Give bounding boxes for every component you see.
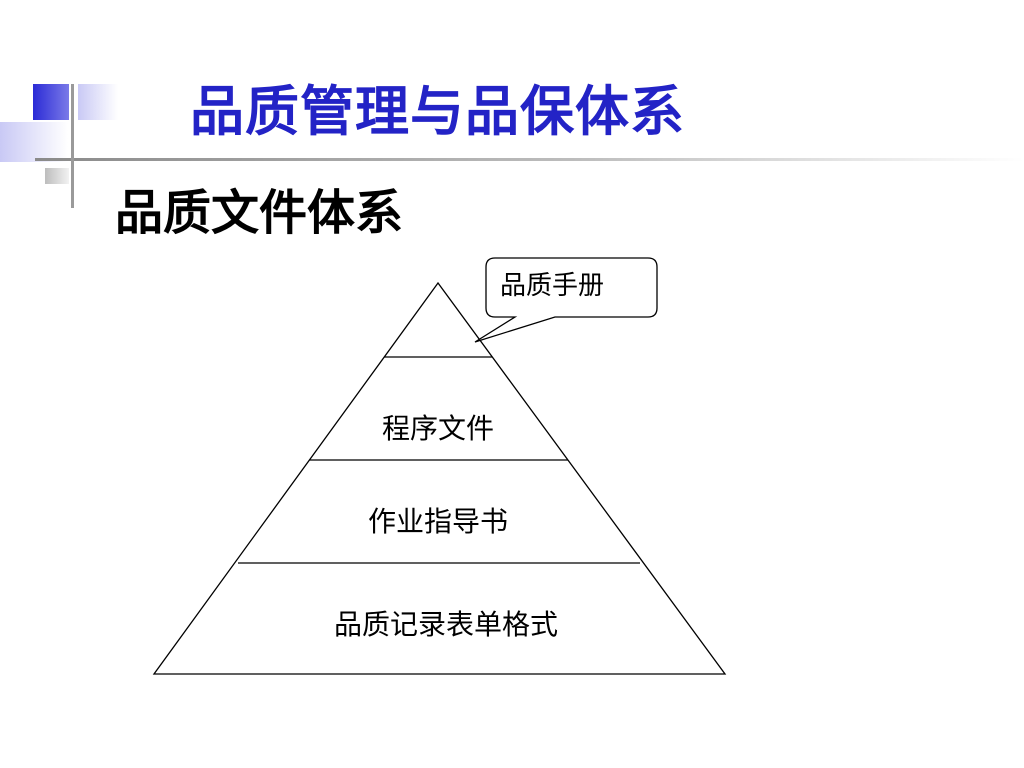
slide-title: 品质管理与品保体系 [190,79,685,143]
pyramid-level-procedures: 程序文件 [381,412,495,445]
accent-square-blue [33,84,69,120]
section-subtitle: 品质文件体系 [115,185,404,241]
accent-square-light [0,122,68,162]
pyramid-level-record-forms: 品质记录表单格式 [333,608,559,641]
callout-bubble [474,257,658,343]
callout-quality-manual: 品质手册 [500,271,605,301]
pyramid-level-work-instructions: 作业指导书 [367,505,509,538]
title-decoration [0,84,1024,208]
pyramid-outline [152,281,727,675]
vertical-rule [71,84,74,208]
accent-square-gray [45,168,69,184]
title-rule [35,158,1024,161]
accent-square-fade [78,84,118,120]
